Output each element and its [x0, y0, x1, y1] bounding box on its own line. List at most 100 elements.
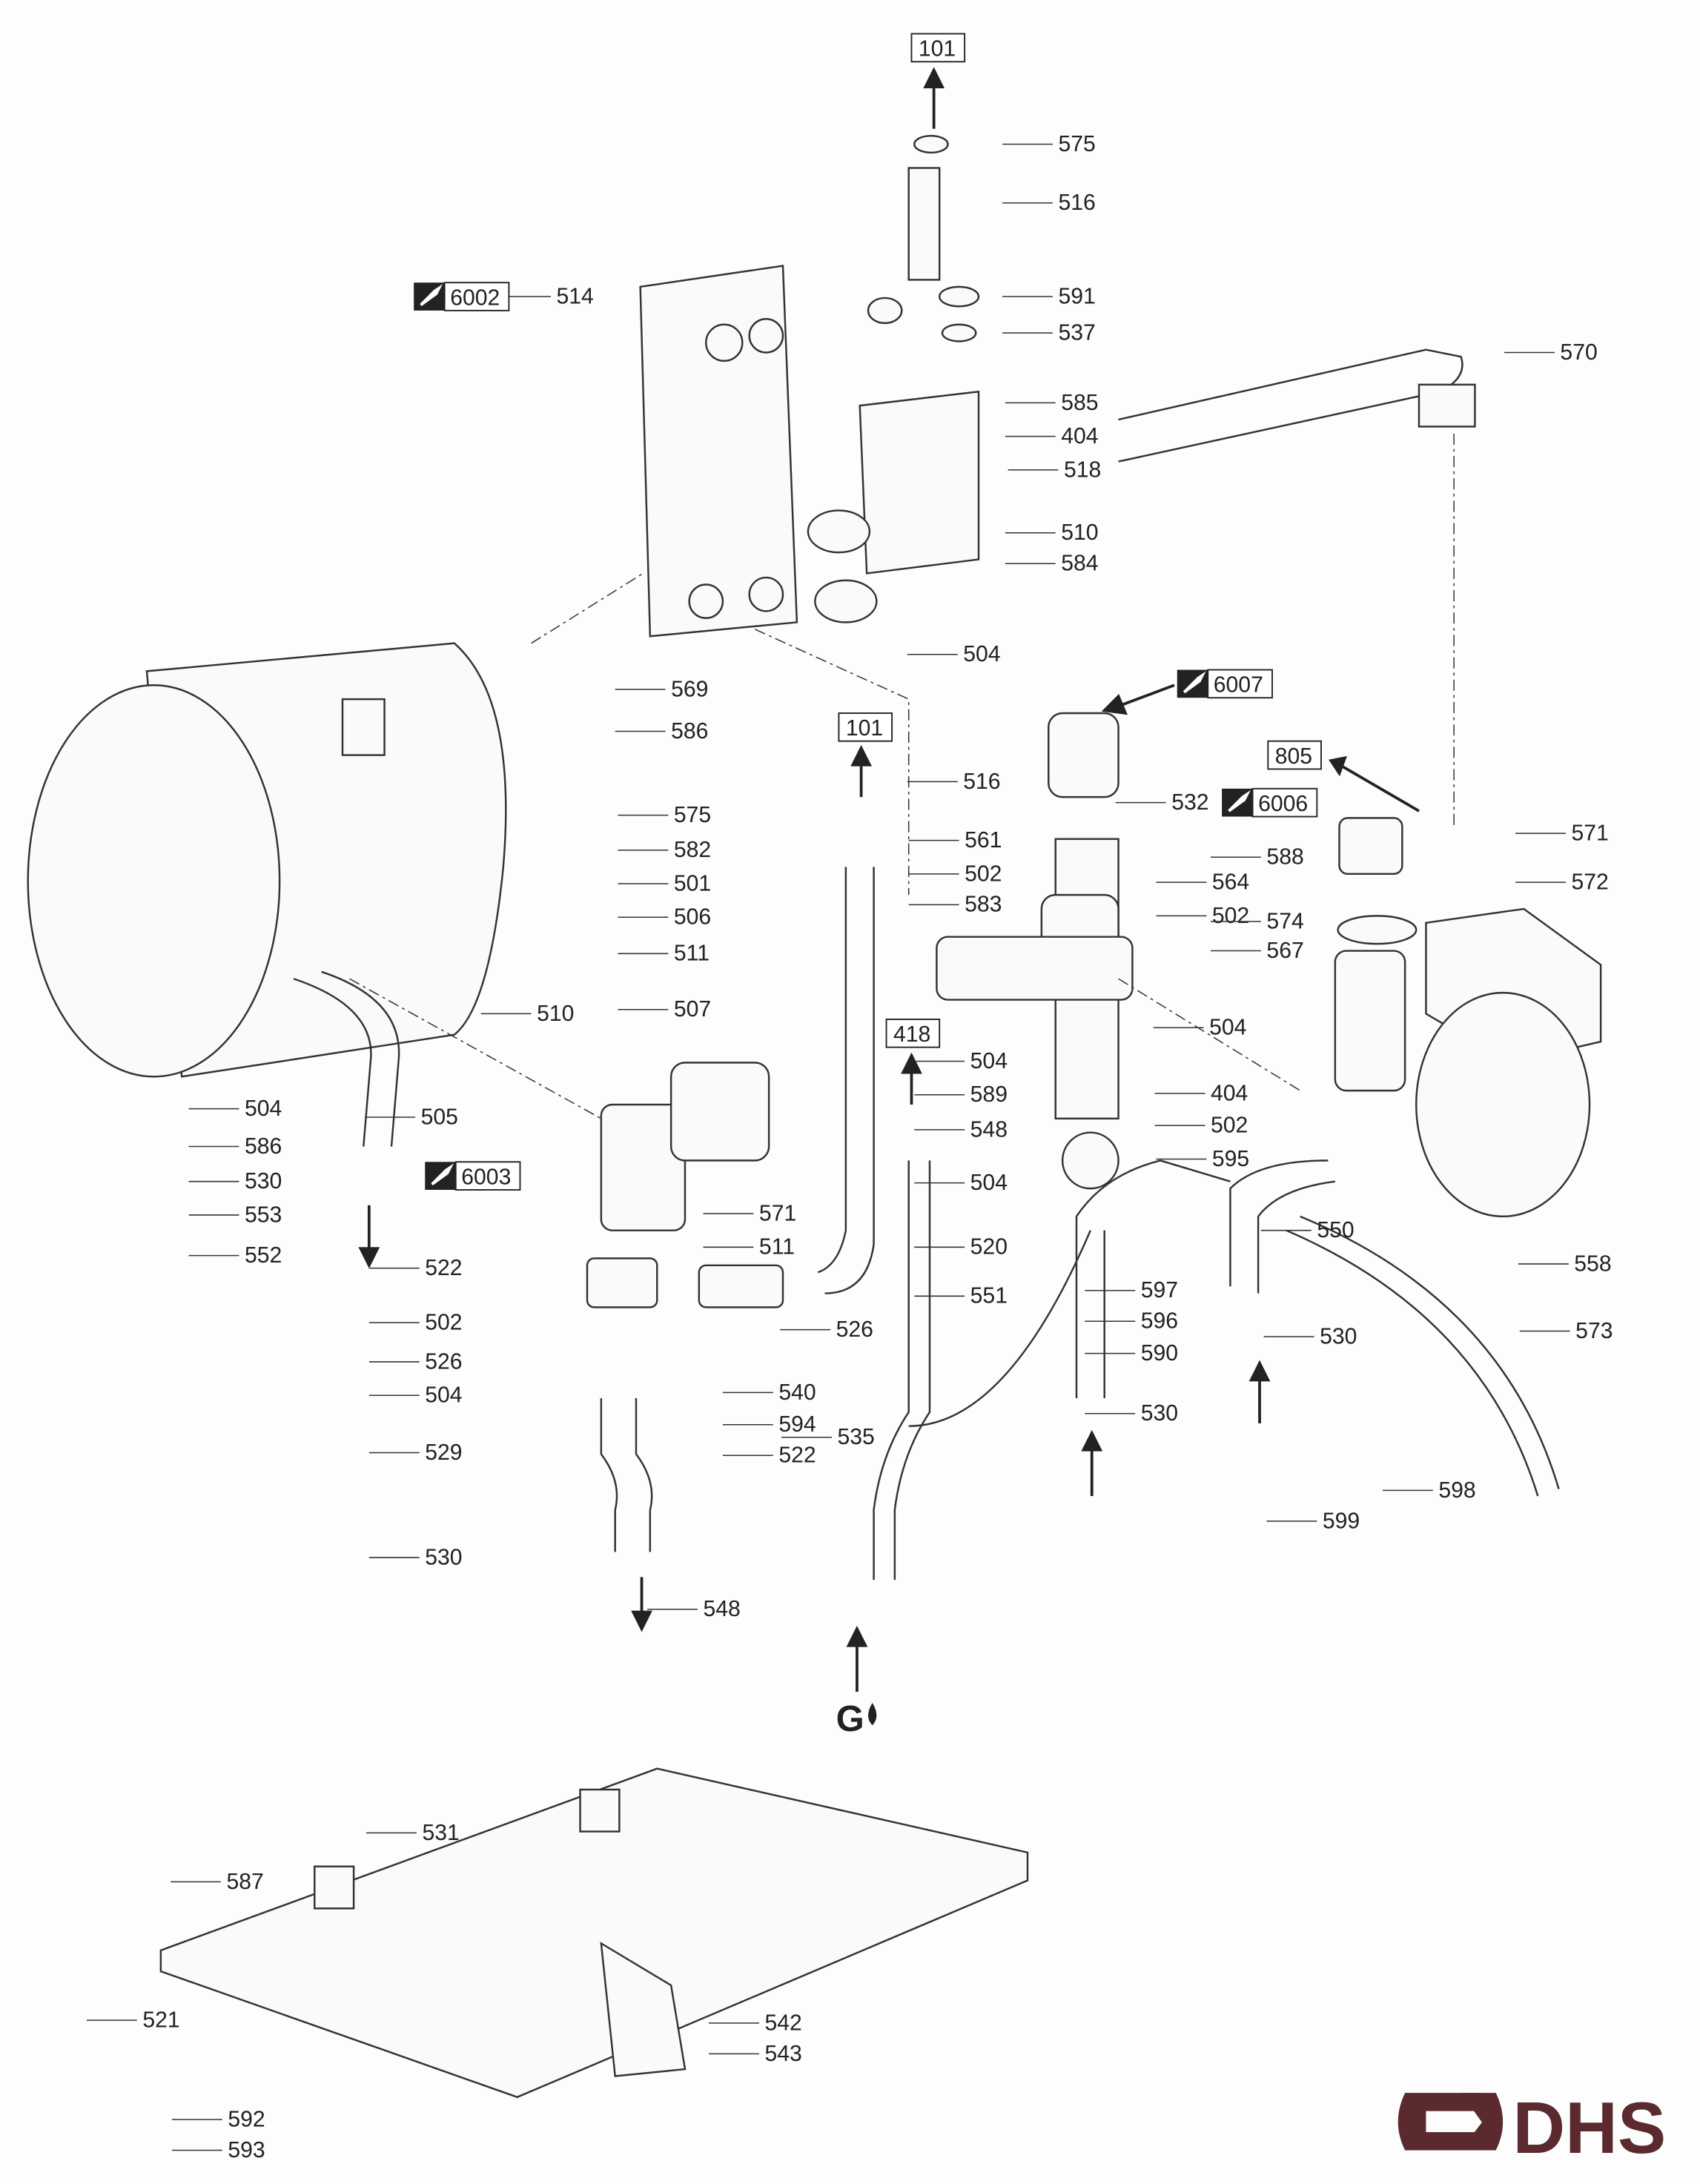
part-label: 582 — [674, 838, 711, 862]
part-label: 587 — [226, 1870, 263, 1894]
part-label: 511 — [674, 942, 710, 966]
reference-box — [838, 712, 893, 742]
part-label: 586 — [671, 719, 708, 744]
part-label: 516 — [963, 770, 1000, 794]
part-label: 506 — [674, 905, 711, 930]
tool-reference-number: 6003 — [461, 1165, 511, 1189]
part-label: 540 — [778, 1380, 816, 1405]
part-label: 590 — [1141, 1341, 1178, 1366]
nut-570 — [1418, 383, 1476, 428]
part-label: 571 — [759, 1201, 796, 1225]
part-label: 530 — [1141, 1401, 1178, 1426]
part-label: 530 — [1320, 1324, 1357, 1349]
part-label: 502 — [1212, 904, 1249, 928]
pipe-501 — [817, 867, 875, 1294]
reference-box — [885, 1019, 941, 1048]
reference-number: 418 — [893, 1022, 930, 1047]
gas-pipe-551 — [873, 1160, 931, 1581]
part-label: 522 — [425, 1256, 462, 1280]
part-label: 501 — [674, 871, 711, 896]
tool-reference-box — [1251, 787, 1318, 818]
diverter-valve-body — [807, 134, 980, 623]
wrench-glyph — [1183, 671, 1206, 694]
part-label: 526 — [425, 1349, 462, 1374]
fitting-587 — [314, 1865, 355, 1910]
center-line — [531, 572, 910, 896]
part-label: 505 — [421, 1105, 458, 1129]
part-label: 516 — [1058, 191, 1095, 215]
fitting-531 — [579, 1788, 621, 1833]
part-label: 548 — [704, 1597, 741, 1621]
wrench-glyph — [431, 1163, 454, 1185]
part-label: 569 — [671, 677, 708, 701]
tool-reference-box — [443, 282, 510, 311]
part-label: 502 — [965, 861, 1002, 886]
pipe-504 — [293, 970, 400, 1147]
reference-number: 805 — [1275, 744, 1312, 769]
part-label: 518 — [1064, 457, 1101, 482]
reference-box — [1267, 740, 1322, 770]
center-line — [349, 978, 1301, 1119]
part-label: 586 — [245, 1134, 282, 1159]
hose-520 — [908, 1230, 1091, 1427]
flame-icon — [868, 1703, 877, 1726]
valve-cluster-532 — [936, 712, 1134, 1190]
plate-heat-exchanger — [639, 265, 798, 638]
part-label: 510 — [537, 1002, 574, 1026]
reference-box — [910, 33, 966, 63]
part-label: 571 — [1572, 821, 1609, 846]
pressure-valve-505 — [586, 1062, 784, 1308]
tool-reference-box — [1207, 669, 1273, 699]
part-label: 537 — [1058, 320, 1095, 345]
part-label: 561 — [965, 828, 1002, 853]
part-label: 551 — [970, 1284, 1008, 1308]
part-label: 558 — [1574, 1251, 1611, 1276]
logo-text: DHS — [1512, 2087, 1666, 2168]
part-label: 530 — [245, 1169, 282, 1194]
part-label: 573 — [1575, 1319, 1613, 1343]
part-label: 570 — [1560, 340, 1597, 365]
part-label: 504 — [245, 1096, 282, 1121]
flow-arrows — [358, 67, 1420, 1692]
part-label: 542 — [764, 2011, 801, 2035]
part-label: 552 — [245, 1243, 282, 1268]
tool-reference-number: 6002 — [450, 285, 500, 310]
part-label: 550 — [1317, 1218, 1354, 1242]
part-label: 548 — [970, 1117, 1008, 1142]
part-label: 529 — [425, 1440, 462, 1465]
part-label: 404 — [1211, 1081, 1248, 1105]
part-label: 588 — [1266, 845, 1303, 870]
part-label: 543 — [764, 2042, 801, 2066]
part-label: 592 — [228, 2107, 265, 2131]
part-label: 575 — [1058, 132, 1095, 156]
part-label: 594 — [778, 1412, 816, 1437]
part-label: 526 — [836, 1317, 873, 1342]
tool-reference-number: 6006 — [1258, 792, 1308, 816]
part-label: 584 — [1061, 552, 1098, 576]
part-label: 504 — [1209, 1016, 1246, 1040]
part-label: 589 — [970, 1082, 1008, 1107]
pipe-529 — [600, 1397, 653, 1552]
part-label: 532 — [1171, 790, 1208, 815]
reference-number: 101 — [846, 716, 883, 741]
bracket-542 — [600, 1942, 687, 2077]
part-label: 597 — [1141, 1278, 1178, 1303]
base-plate-531 — [159, 1767, 1029, 2099]
part-label: 583 — [965, 893, 1002, 917]
part-label: 553 — [245, 1202, 282, 1227]
part-label: 535 — [838, 1425, 875, 1449]
tool-reference-box — [454, 1161, 521, 1191]
part-label: 521 — [142, 2008, 179, 2033]
part-label: 502 — [425, 1311, 462, 1335]
part-label: 404 — [1061, 424, 1098, 449]
tool-reference-number: 6007 — [1214, 673, 1263, 698]
bypass-hose-599 — [1286, 1215, 1560, 1497]
dhs-logo: DHS — [1398, 2087, 1666, 2168]
part-label: 511 — [759, 1235, 795, 1260]
part-label: 593 — [228, 2138, 265, 2163]
part-label: 531 — [422, 1821, 459, 1845]
part-label: 522 — [778, 1443, 816, 1468]
pipe-550 — [1229, 1159, 1335, 1294]
